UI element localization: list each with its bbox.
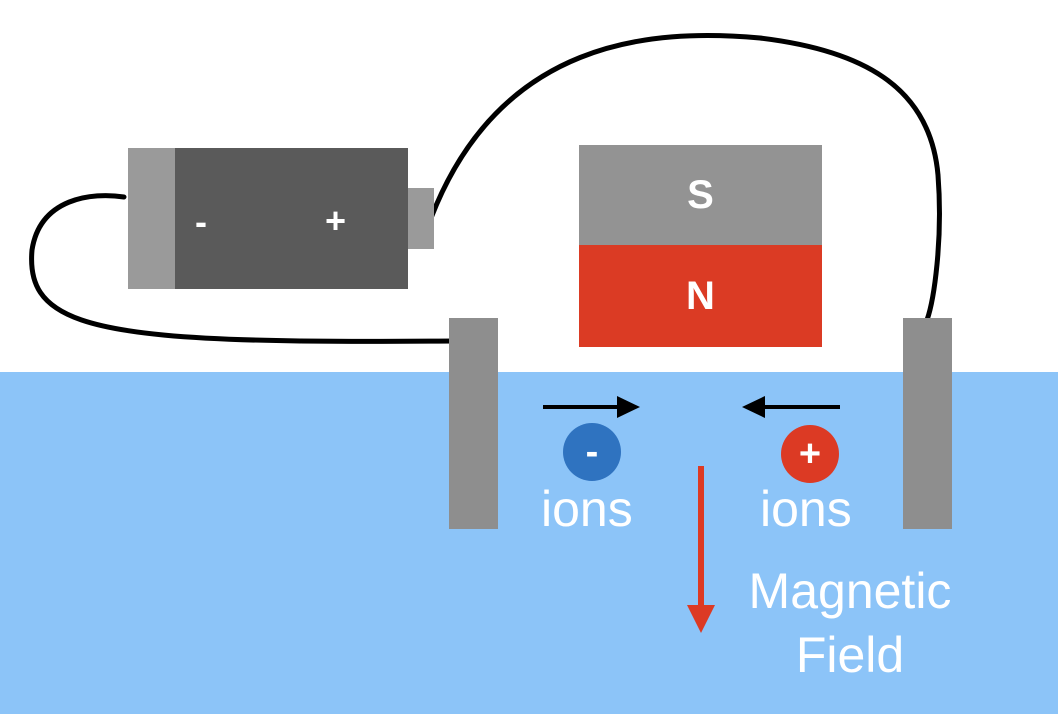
water-region (0, 372, 1058, 714)
negative-ions-label: ions (541, 481, 633, 537)
positive-ions-label: ions (760, 481, 852, 537)
battery-minus-label: - (195, 201, 207, 242)
battery-negative-terminal (128, 148, 175, 289)
wire-battery-to-left-electrode (29, 193, 458, 344)
battery-plus-label: + (325, 200, 347, 241)
negative-ion-badge: - (563, 423, 621, 481)
south-pole-label: S (687, 173, 714, 217)
negative-ion-sign: - (585, 431, 599, 473)
positive-ion-sign: + (798, 433, 822, 475)
magnetic-field-label-line2: Field (795, 627, 905, 683)
north-pole-label: N (686, 274, 715, 318)
battery-positive-terminal (408, 188, 434, 249)
magnet-north-pole: N (579, 245, 822, 347)
electrode-right (903, 318, 952, 529)
electrode-left (449, 318, 498, 529)
positive-ion-badge: + (781, 425, 839, 483)
battery (175, 148, 408, 289)
magnet-south-pole: S (579, 145, 822, 245)
magnetic-field-arrow (687, 466, 715, 633)
wire-battery-to-right-electrode (428, 33, 942, 323)
negative-ion-direction-arrow (543, 396, 640, 418)
magnetic-field-label-line1: Magnetic (748, 563, 952, 619)
positive-ion-direction-arrow (742, 396, 840, 418)
